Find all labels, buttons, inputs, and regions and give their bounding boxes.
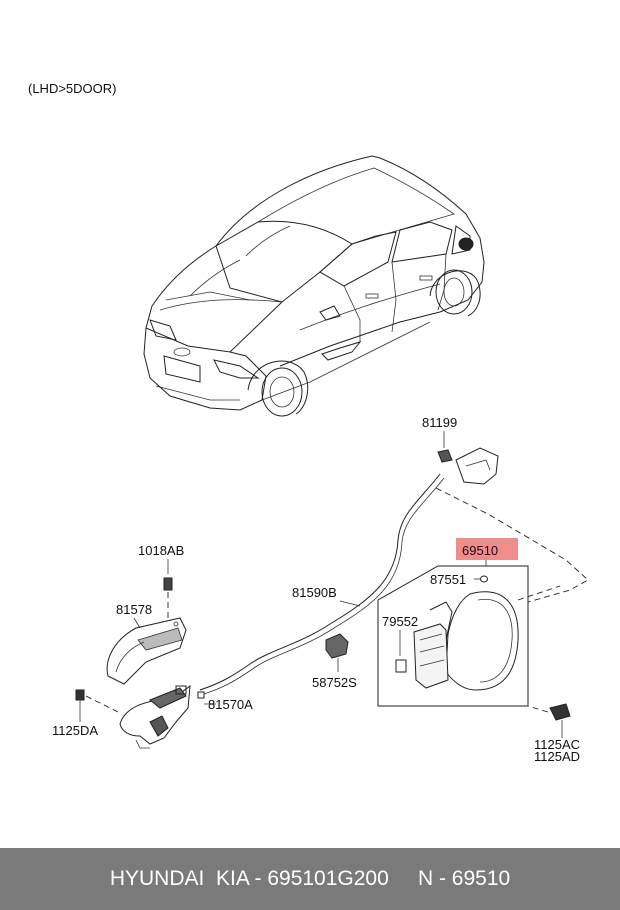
part-label-81578: 81578 [116,602,152,617]
release-cable-81590B: 81590B [199,473,445,695]
cable-clip-58752S: 58752S [312,633,357,690]
part-label-1018AB: 1018AB [138,543,184,558]
part-label-1125AD: 1125AD [534,749,580,764]
parts-diagram: (LHD>5DOOR) [28,81,589,764]
lever-cover-81578: 1018AB 81578 [106,543,187,685]
screw-1125AC-1125AD: 1125AC 1125AD [527,703,580,764]
part-label-79552: 79552 [382,614,418,629]
part-label-58752S: 58752S [312,675,357,690]
part-label-69510: 69510 [462,543,498,558]
part-label-1125DA: 1125DA [52,723,98,738]
car-illustration [143,155,485,417]
part-label-1125AC: 1125AC [534,737,580,752]
part-label-81590B: 81590B [292,585,337,600]
release-lever-81570A: 81570A [119,684,253,749]
highlight-box [456,538,518,560]
body-fitting-81199: 81199 [422,415,499,485]
part-label-87551: 87551 [430,572,466,587]
footer-text: HYUNDAI KIA - 695101G200 N - 69510 [109,867,511,890]
variant-label: (LHD>5DOOR) [28,81,117,96]
part-label-81570A: 81570A [208,697,253,712]
bolt-1125DA: 1125DA [52,689,119,738]
part-number-footer: HYUNDAI KIA - 695101G200 N - 69510 [0,848,620,910]
part-label-81199: 81199 [422,415,457,430]
fuel-filler-door-assembly: 69510 87551 79552 [377,538,529,707]
